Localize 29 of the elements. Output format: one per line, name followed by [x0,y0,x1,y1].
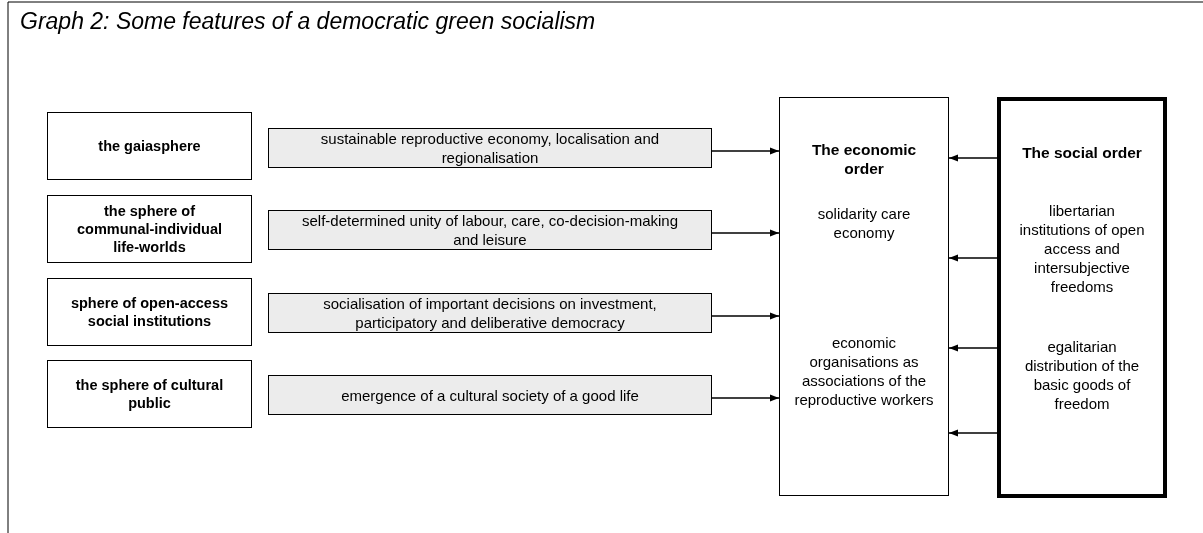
order-text: libertarian institutions of open access and intersubjective freedoms [1018,201,1146,296]
feature-box [268,210,712,250]
sphere-label: the sphere of cultural public [74,376,225,412]
arrow [948,154,998,162]
arrow [948,429,998,437]
sphere-label: the sphere of communal-individual life-worlds [76,202,223,256]
diagram-title: Graph 2: Some features of a democratic green socialism [20,8,596,35]
feature-text: socialisation of important decisions on investment, participatory and deliberative democracy [322,294,658,332]
arrow [711,394,780,402]
arrow [711,229,780,237]
arrow [711,312,780,320]
feature-text: self-determined unity of labour, care, co-decision-making and leisure [301,211,679,249]
feature-text: sustainable reproductive economy, localisation and regionalisation [319,129,661,167]
order-heading: The economic order [810,140,918,178]
sphere-label: the gaiasphere [97,137,202,155]
order-text: economic organisations as associations of the reproductive workers [793,333,935,409]
order-text: solidarity care economy [816,204,912,242]
arrow [948,344,998,352]
feature-box [268,375,712,415]
order-heading: The social order [1021,143,1143,162]
order-text: egalitarian distribution of the basic goods of freedom [1023,337,1141,413]
arrow [948,254,998,262]
order-box [997,97,1167,498]
sphere-label: sphere of open-access social institutions [70,294,229,330]
feature-box [268,128,712,168]
feature-text: emergence of a cultural society of a good life [340,385,640,405]
feature-box [268,293,712,333]
order-box [779,97,949,496]
arrow [711,147,780,155]
